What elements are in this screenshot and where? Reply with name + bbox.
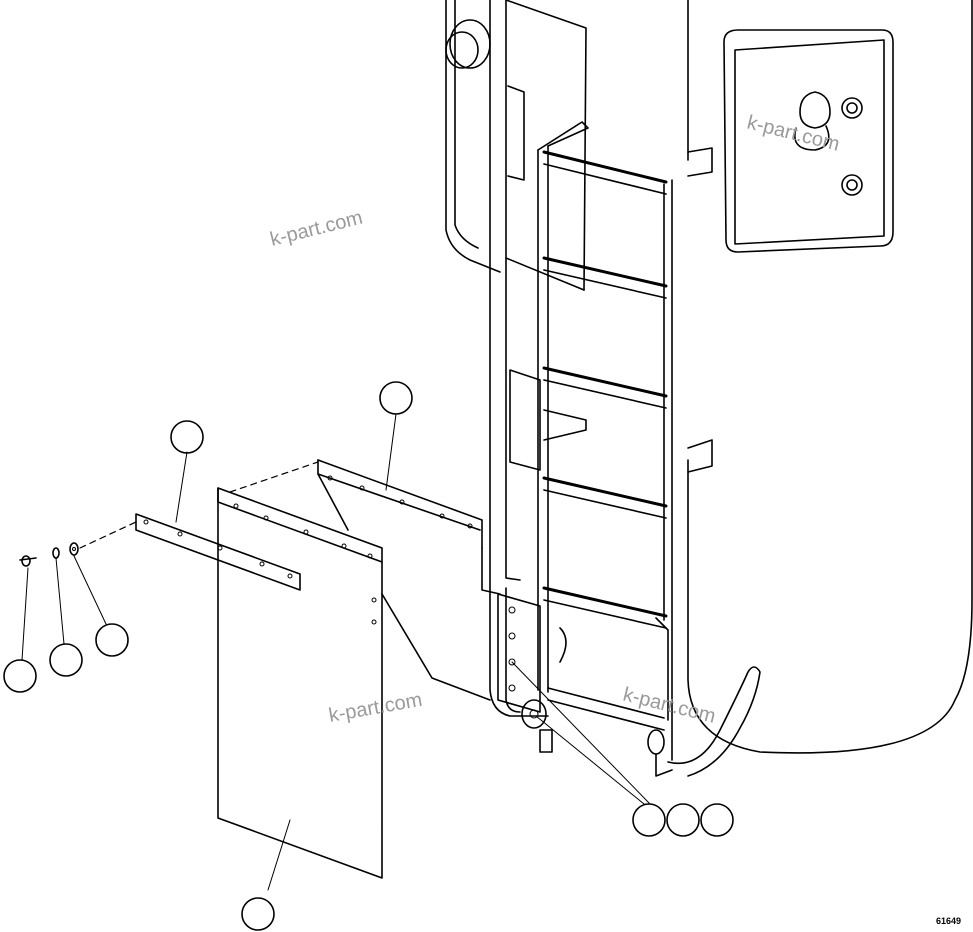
- front-panel: [217, 473, 491, 879]
- callout-2: [379, 381, 413, 415]
- callout-1: [170, 420, 204, 454]
- ladder: [537, 121, 673, 761]
- rear-panel: [317, 459, 501, 595]
- hinge-assembly: [497, 593, 761, 777]
- fastener-hardware: [19, 542, 79, 567]
- assembly-line: [79, 461, 319, 549]
- valve-mount-plate: [723, 29, 894, 253]
- watermark-4: k-part.com: [621, 684, 718, 728]
- watermark-2: k-part.com: [745, 112, 842, 156]
- tank-body: [445, 0, 973, 754]
- leader-lines: [21, 413, 651, 891]
- cap-fitting: [445, 19, 491, 69]
- drawing-code: 61649: [935, 916, 961, 926]
- callout-8: [666, 803, 700, 837]
- ladder-frame: [489, 0, 713, 717]
- watermark-1: k-part.com: [268, 207, 365, 251]
- watermarks: k-part.com k-part.com k-part.com k-part.…: [268, 112, 842, 728]
- callout-4: [49, 643, 83, 677]
- callout-7: [632, 803, 666, 837]
- callouts: [3, 381, 734, 931]
- clamp-strip: [135, 513, 301, 591]
- callout-3: [3, 659, 37, 693]
- watermark-3: k-part.com: [327, 689, 424, 727]
- callout-5: [95, 623, 129, 657]
- callout-9: [700, 803, 734, 837]
- callout-6: [241, 897, 275, 931]
